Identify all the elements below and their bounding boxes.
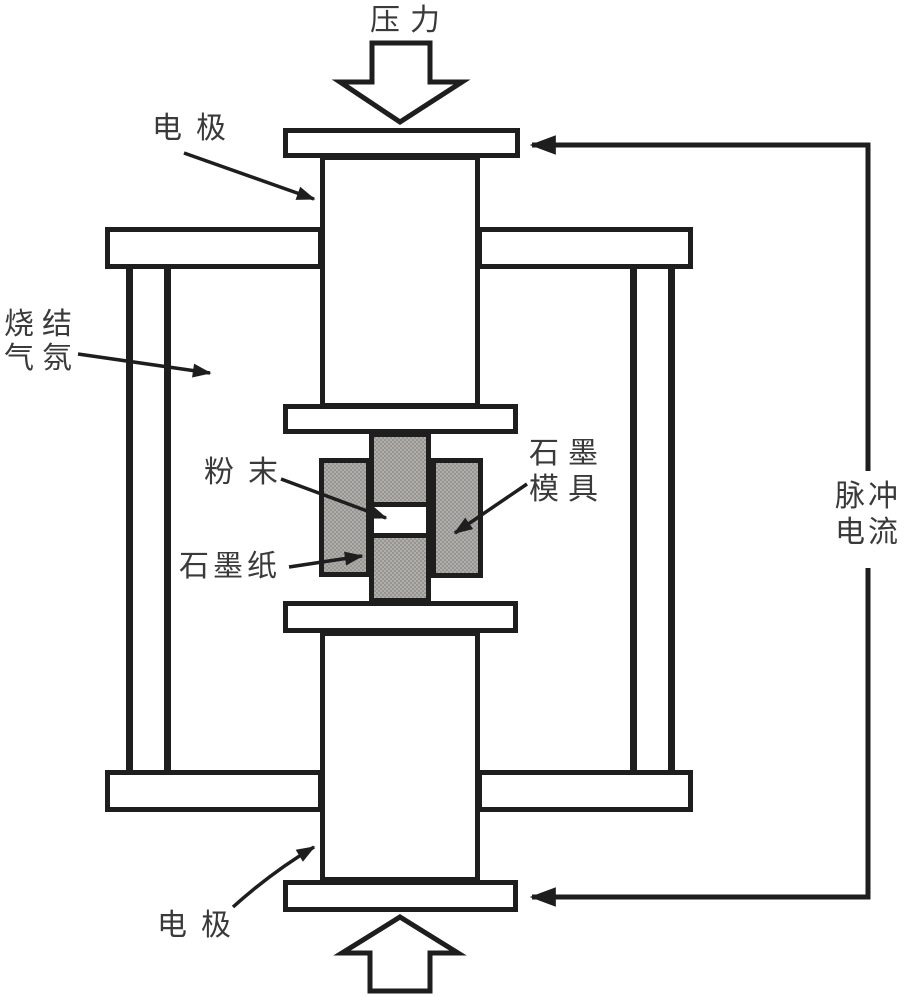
atmosphere-label-line1: 烧结 [4, 308, 80, 341]
lower-graphite-punch [369, 533, 431, 603]
frame-post-left-outer [126, 267, 133, 772]
pulse-current-label: 脉冲 电流 [835, 479, 901, 551]
graphite-die-right [431, 458, 483, 578]
electrode-top-pointer-arrow [183, 151, 316, 201]
electrode-bottom-label: 电极 [157, 909, 245, 942]
lower-punch-plate [283, 601, 518, 633]
graphite-die-left [319, 458, 371, 577]
atmosphere-label-line2: 气氛 [4, 342, 80, 375]
pressure-down-arrow [331, 40, 471, 125]
graphite-die-label-line2: 模具 [529, 473, 607, 506]
frame-post-right-outer [668, 267, 675, 772]
top-electrode-plate [283, 128, 520, 158]
bottom-electrode-plate [283, 880, 518, 912]
frame-post-left-inner [164, 267, 171, 772]
top-crossbeam-right [477, 227, 693, 269]
graphite-die-label-line1: 石墨 [529, 437, 607, 470]
pulse-current-label-line1: 脉冲 [835, 480, 901, 513]
pressure-label: 压力 [370, 4, 450, 37]
powder-label: 粉末 [204, 456, 292, 489]
electrode-top-label: 电极 [152, 112, 240, 145]
bottom-crossbeam-left [105, 770, 323, 812]
frame-post-right-inner [630, 267, 637, 772]
powder-sample [369, 507, 431, 533]
atmosphere-label: 烧结 气氛 [4, 308, 80, 376]
graphite-paper-label: 石墨纸 [179, 550, 281, 583]
graphite-die-label: 石墨 模具 [529, 436, 607, 508]
bottom-crossbeam-right [477, 770, 693, 812]
upper-punch-plate [283, 404, 518, 434]
upper-ram-column [320, 155, 480, 408]
lower-ram-column [320, 631, 480, 882]
upper-graphite-punch [369, 432, 431, 507]
pulse-current-line-top [529, 135, 871, 471]
pressure-up-arrow [333, 914, 467, 994]
pulse-current-label-line2: 电流 [835, 516, 901, 549]
atmosphere-pointer-arrow [77, 352, 212, 378]
pulse-current-line-bottom [529, 568, 871, 907]
top-crossbeam-left [105, 227, 323, 269]
